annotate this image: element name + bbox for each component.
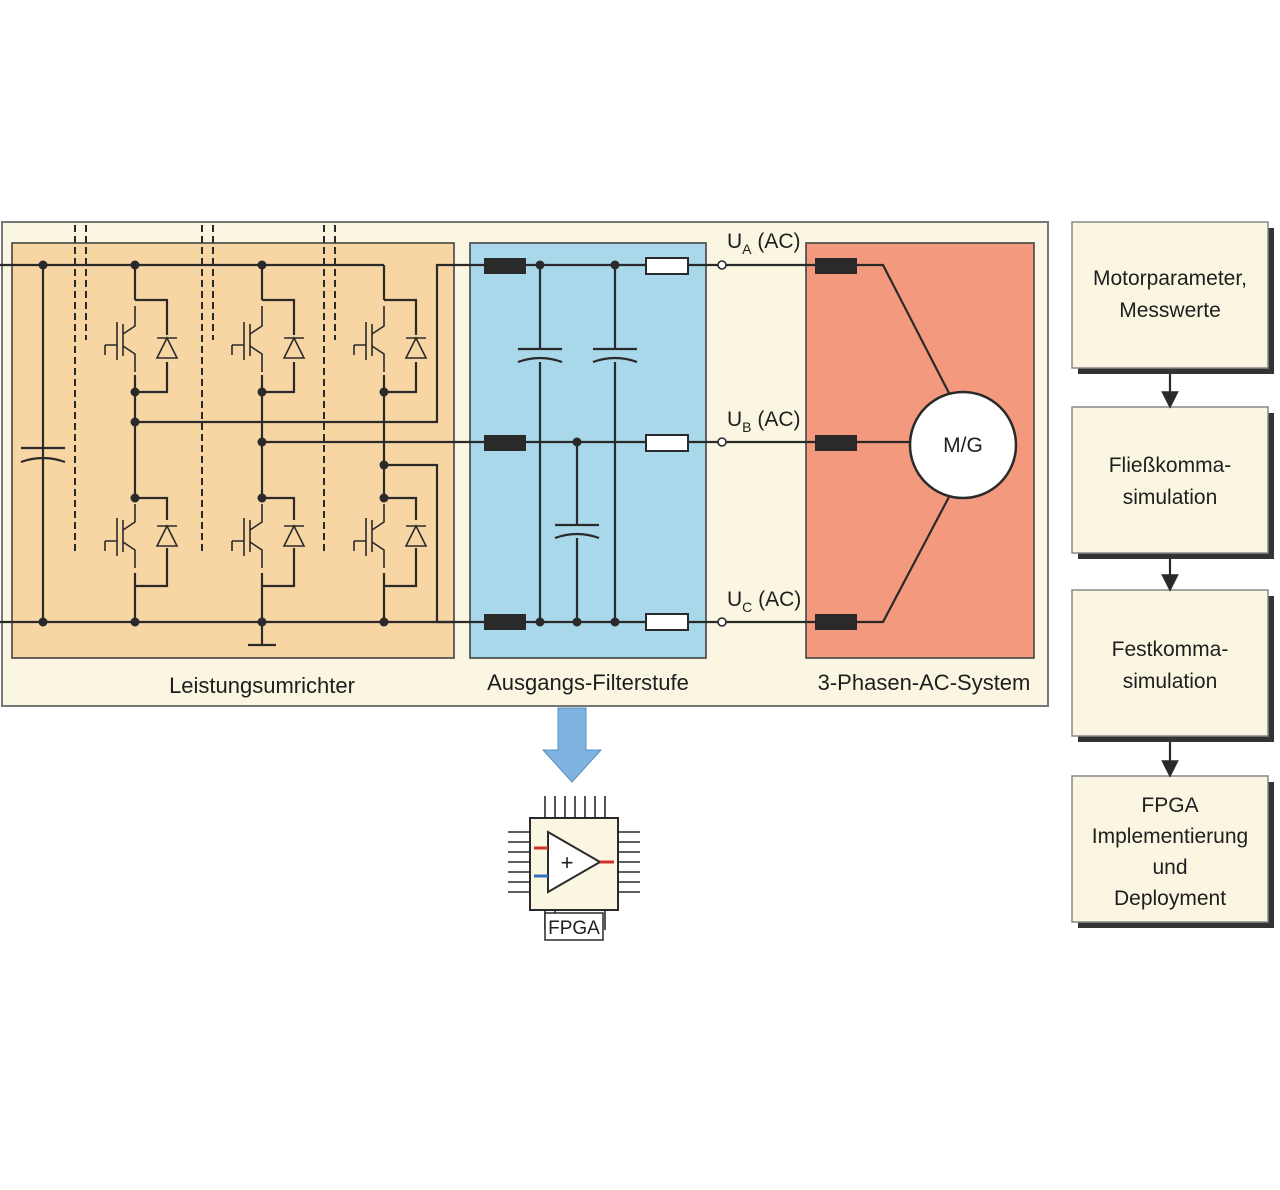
switch-module	[104, 496, 179, 588]
switch-module	[353, 298, 428, 394]
flow-step-4-line-2: Implementierung	[1092, 825, 1248, 848]
flow-step-4-line-4: Deployment	[1114, 887, 1226, 910]
filter-section-label: Ausgangs-Filterstufe	[487, 670, 689, 695]
gate-signal-lines	[74, 225, 336, 552]
dc-link-capacitor	[20, 446, 66, 464]
ac-system-section-label: 3-Phasen-AC-System	[818, 670, 1031, 695]
phase-label-b: UB (AC)	[727, 408, 801, 435]
flow-step-3-line-2: simulation	[1123, 670, 1218, 693]
flow-step-4-line-1: FPGA	[1141, 794, 1198, 817]
converter-section-label: Leistungsumrichter	[169, 673, 355, 698]
switch-module	[231, 298, 306, 394]
motor-windings	[815, 258, 951, 630]
switch-module	[104, 298, 179, 394]
dc-bus	[0, 260, 455, 647]
filter-components	[484, 257, 689, 631]
down-arrow-icon	[541, 707, 603, 783]
flow-step-4-line-3: und	[1152, 856, 1187, 879]
flow-step-2	[1071, 406, 1269, 554]
flow-step-2-line-2: simulation	[1123, 486, 1218, 509]
switch-module	[353, 496, 428, 588]
flow-step-1	[1071, 221, 1269, 369]
fpga-label: FPGA	[548, 918, 600, 939]
switch-module	[231, 496, 306, 588]
fpga-plus-sign: +	[561, 850, 574, 875]
phase-terminals	[717, 260, 832, 627]
phase-label-c: UC (AC)	[727, 588, 801, 615]
flow-step-3-line-1: Festkomma-	[1112, 638, 1229, 661]
motor-label: M/G	[943, 434, 983, 457]
fpga-chip-icon	[508, 796, 640, 941]
converter-section	[11, 242, 455, 659]
flow-step-1-line-1: Motorparameter,	[1093, 267, 1247, 290]
flow-step-1-line-2: Messwerte	[1119, 299, 1221, 322]
phase-label-a: UA (AC)	[727, 230, 801, 257]
motor-generator-icon	[908, 390, 1018, 500]
flow-step-4	[1071, 775, 1269, 923]
flow-step-3	[1071, 589, 1269, 737]
flow-step-2-line-1: Fließkomma-	[1109, 454, 1232, 477]
